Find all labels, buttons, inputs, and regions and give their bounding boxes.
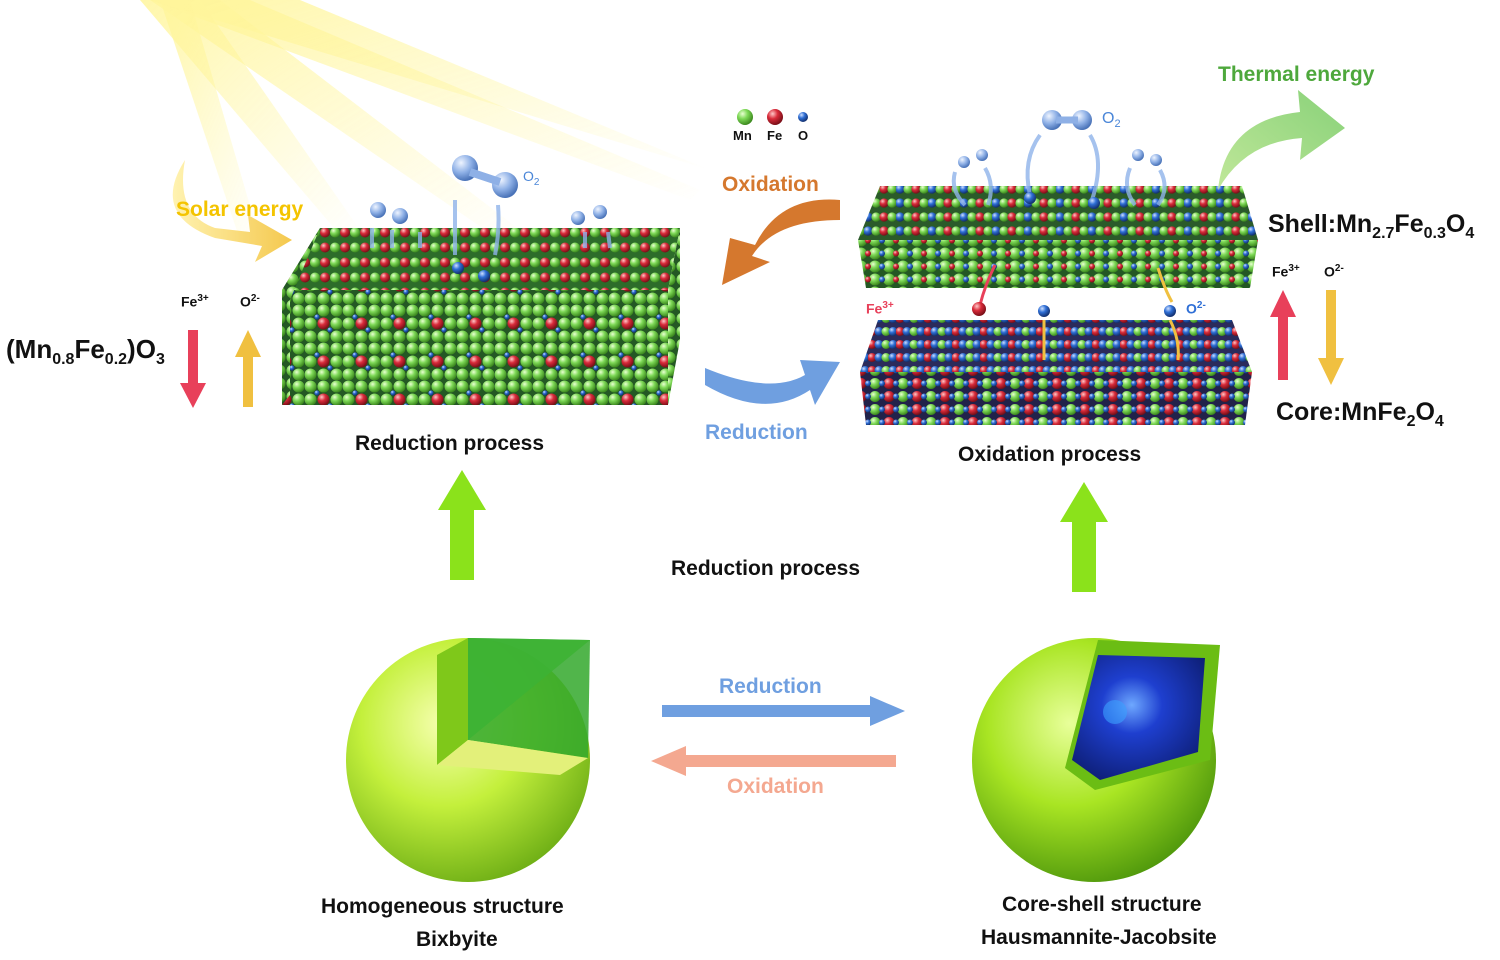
right-fe-ion-label: Fe3+ bbox=[1272, 263, 1300, 280]
right-o2-label: O2 bbox=[1102, 110, 1121, 131]
thermal-energy-arrow bbox=[1218, 90, 1345, 190]
fe-diffusing-atom bbox=[972, 302, 986, 316]
ion-diffusion bbox=[972, 264, 1180, 361]
left-up-arrow bbox=[438, 470, 486, 580]
solar-energy-label: Solar energy bbox=[176, 198, 304, 221]
left-fe-ion-label: Fe3+ bbox=[181, 293, 209, 310]
top-oxidation-label: Oxidation bbox=[722, 173, 819, 196]
bottom-oxidation-arrow bbox=[651, 746, 896, 776]
o2-adsorption-arrows bbox=[951, 133, 1167, 207]
center-reduction-process-label: Reduction process bbox=[671, 557, 861, 580]
left-o-arrow bbox=[235, 330, 261, 407]
o-vacancy-atom bbox=[478, 270, 490, 282]
right-o-arrow bbox=[1318, 290, 1344, 385]
o2-molecule-right bbox=[1132, 149, 1162, 166]
bottom-reduction-arrow bbox=[662, 696, 905, 726]
diffusing-o-label: O2- bbox=[1186, 300, 1206, 317]
bixbyite-sphere bbox=[346, 638, 590, 882]
left-o-ion-label: O2- bbox=[240, 293, 260, 310]
right-fe-arrow bbox=[1270, 290, 1296, 380]
left-reduction-slab bbox=[282, 228, 680, 405]
legend-mn-label: Mn bbox=[733, 128, 752, 143]
legend-o-atom bbox=[798, 112, 808, 122]
left-reduction-caption: Reduction process bbox=[355, 432, 545, 455]
homogeneous-structure-label: Homogeneous structure bbox=[321, 895, 564, 918]
o-diffusing-atom bbox=[1038, 305, 1050, 317]
o2-molecule-large bbox=[452, 155, 518, 198]
bixbyite-formula-label: (Mn0.8Fe0.2)O3 bbox=[6, 334, 165, 369]
thermal-energy-label: Thermal energy bbox=[1218, 63, 1375, 86]
o-vacancy-atom bbox=[452, 262, 464, 274]
oxidation-curved-arrow bbox=[722, 199, 840, 285]
reduction-curved-arrow bbox=[705, 360, 840, 405]
shell-slab bbox=[858, 186, 1258, 288]
legend-fe-label: Fe bbox=[767, 128, 783, 143]
left-o2-molecules bbox=[370, 155, 612, 282]
bixbyite-label: Bixbyite bbox=[416, 928, 498, 951]
atom-legend bbox=[737, 109, 808, 125]
bottom-oxidation-label: Oxidation bbox=[727, 775, 824, 798]
o2-molecule-left bbox=[958, 149, 988, 168]
o2-molecule-small-left bbox=[370, 202, 408, 224]
o2-molecule-top bbox=[1042, 110, 1092, 130]
diffusing-fe-label: Fe3+ bbox=[866, 300, 894, 317]
core-shell-sphere bbox=[972, 638, 1220, 882]
solar-energy-arrow bbox=[172, 160, 292, 262]
legend-o-label: O bbox=[798, 128, 809, 143]
right-oxidation-caption: Oxidation process bbox=[958, 443, 1142, 466]
left-o2-label: O2 bbox=[523, 168, 540, 188]
left-fe-arrow bbox=[180, 330, 206, 408]
core-shell-structure-label: Core-shell structure bbox=[1002, 893, 1202, 916]
legend-mn-atom bbox=[737, 109, 753, 125]
core-slab bbox=[860, 320, 1252, 425]
right-o2-molecules bbox=[951, 110, 1167, 209]
bottom-reduction-label: Reduction bbox=[719, 675, 822, 698]
sun-rays bbox=[140, 0, 710, 240]
o-diffusing-atom bbox=[1164, 305, 1176, 317]
o2-molecule-small-right bbox=[571, 205, 607, 225]
legend-fe-atom bbox=[767, 109, 783, 125]
right-o-ion-label: O2- bbox=[1324, 263, 1344, 280]
shell-formula-label: Shell:Mn2.7Fe0.3O4 bbox=[1268, 210, 1475, 242]
right-up-arrow bbox=[1060, 482, 1108, 592]
hausmannite-jacobsite-label: Hausmannite-Jacobsite bbox=[981, 926, 1217, 949]
top-reduction-label: Reduction bbox=[705, 421, 808, 444]
o2-release-arrows bbox=[370, 200, 612, 256]
core-formula-label: Core:MnFe2O4 bbox=[1276, 398, 1444, 430]
